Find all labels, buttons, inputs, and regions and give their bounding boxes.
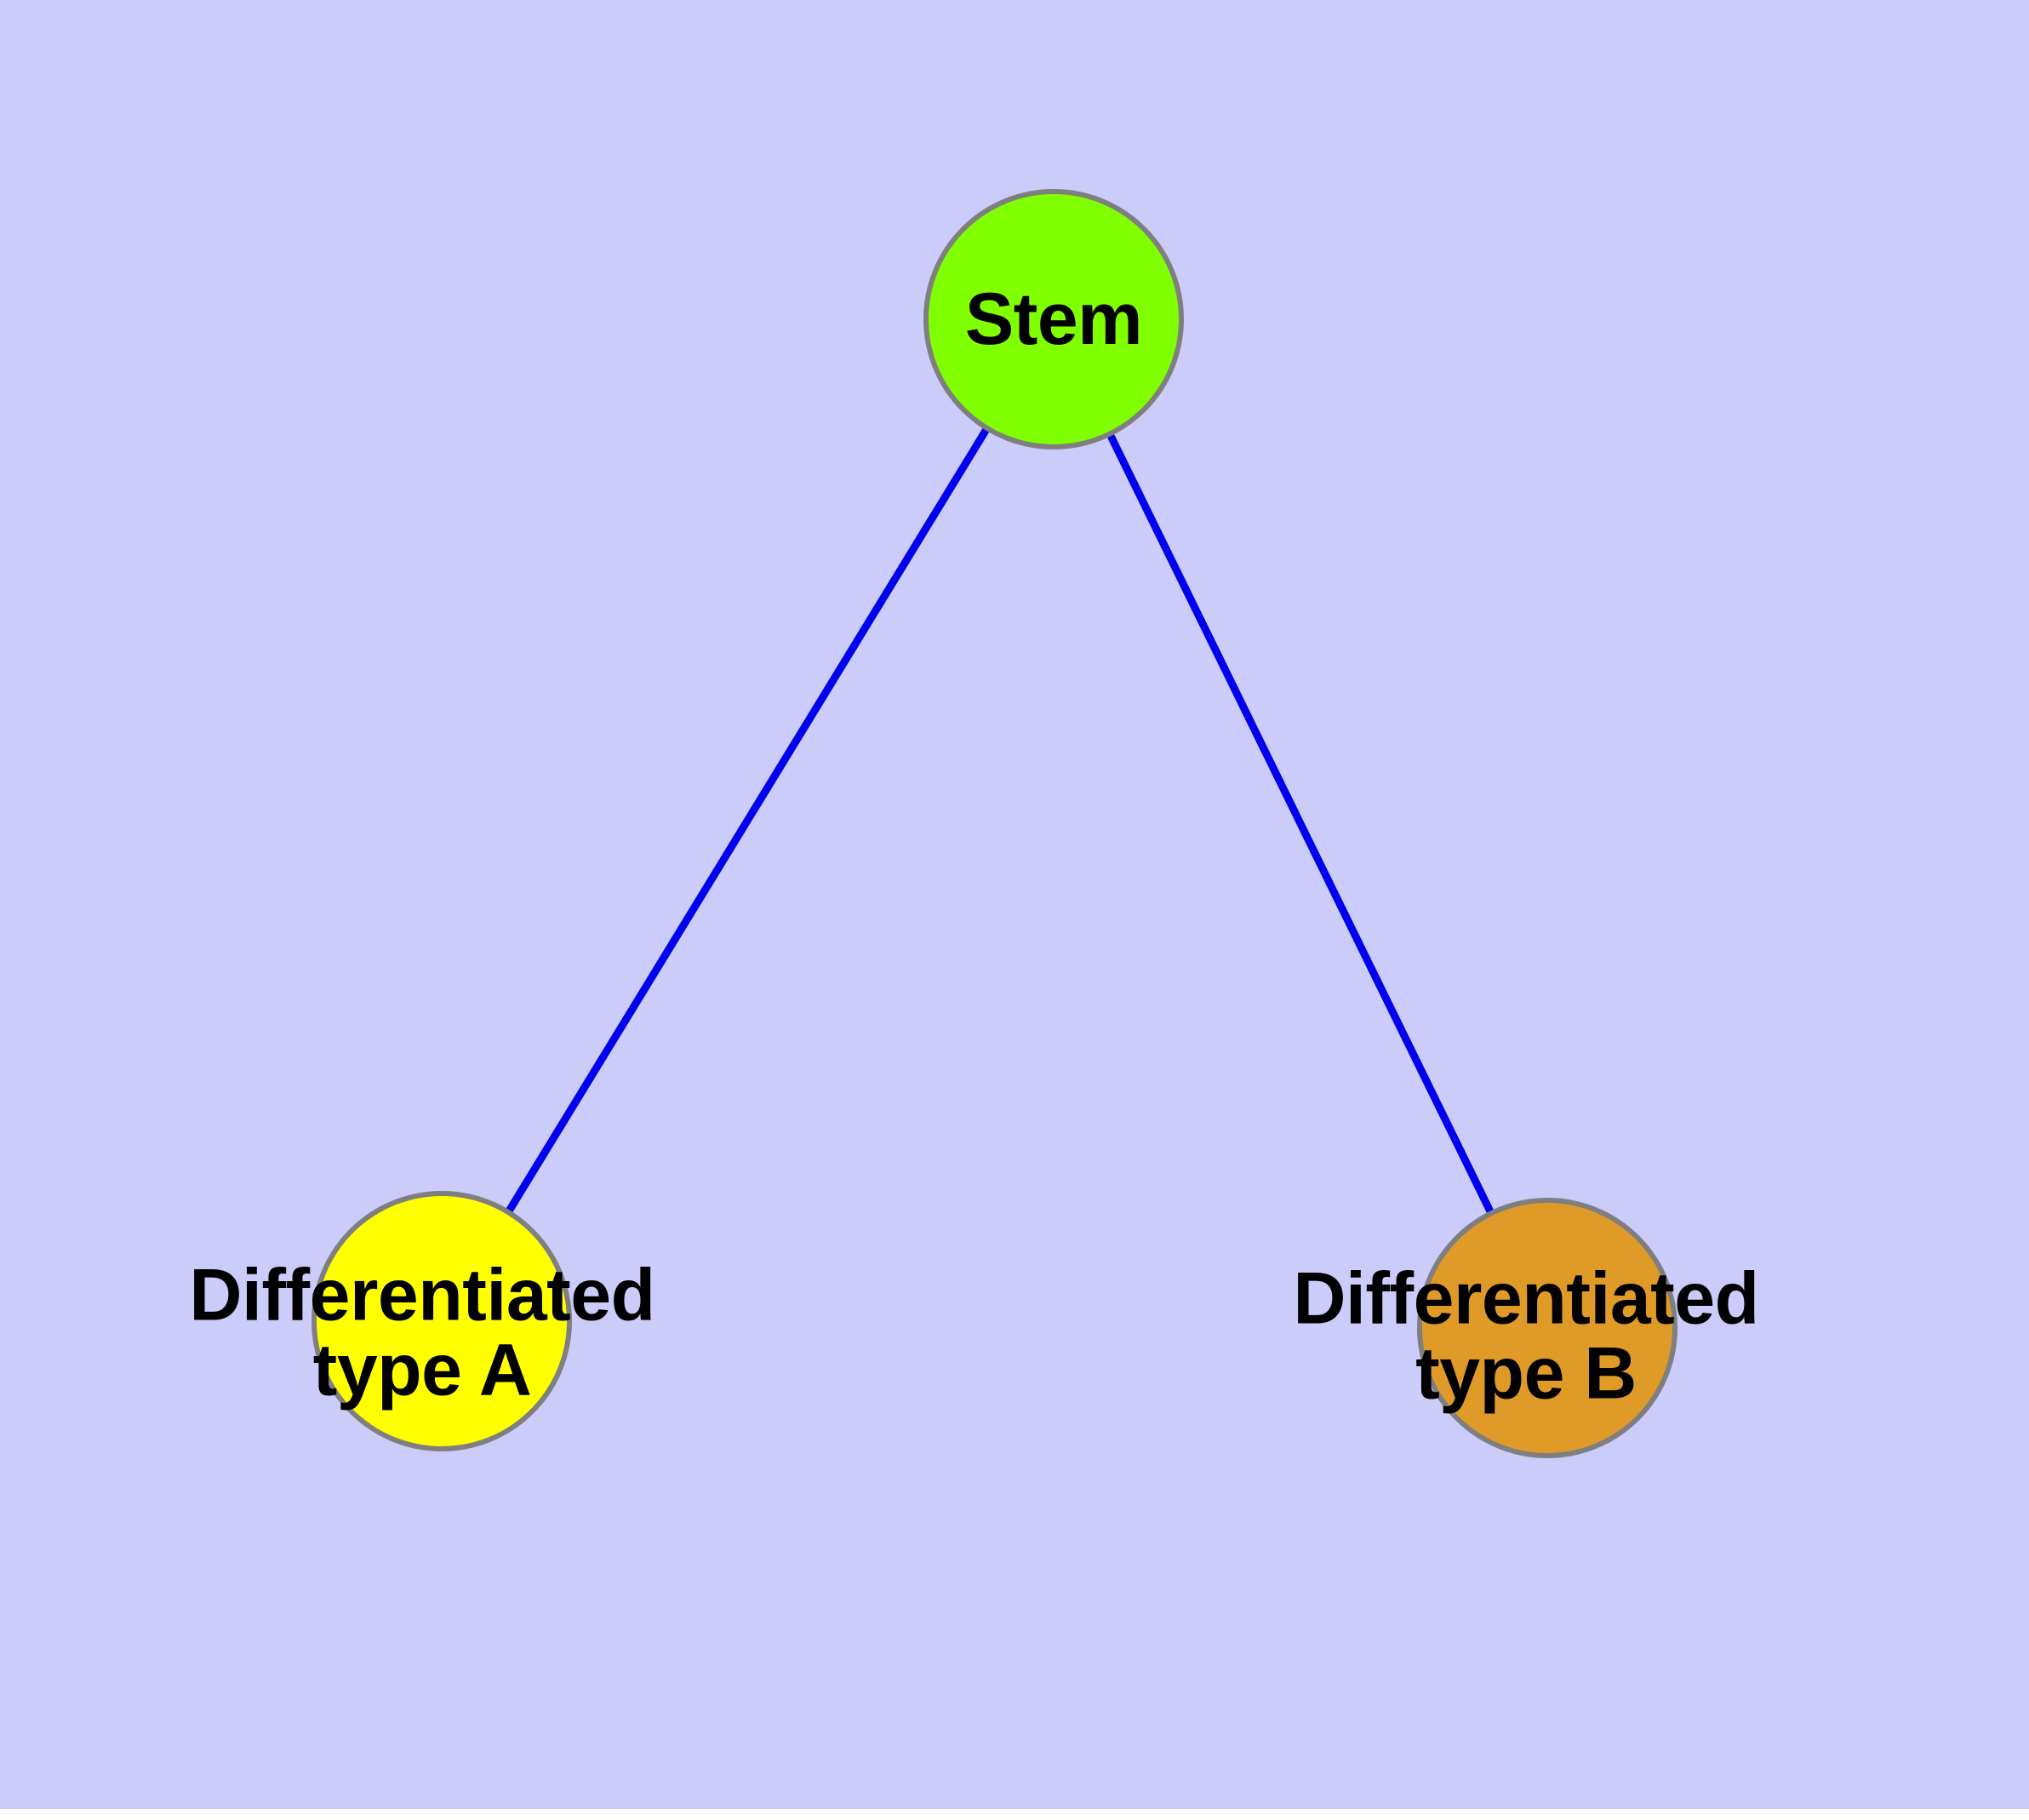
- graph-edge-stem-to-a[interactable]: [438, 317, 1057, 1324]
- graph-node-stem[interactable]: [923, 189, 1184, 449]
- graph-node-diff-a[interactable]: [311, 1191, 572, 1451]
- graph-edge-stem-to-b[interactable]: [1049, 318, 1552, 1330]
- edge-layer: [438, 317, 1552, 1330]
- graph-node-diff-b[interactable]: [1417, 1198, 1677, 1458]
- node-layer: [311, 189, 1677, 1458]
